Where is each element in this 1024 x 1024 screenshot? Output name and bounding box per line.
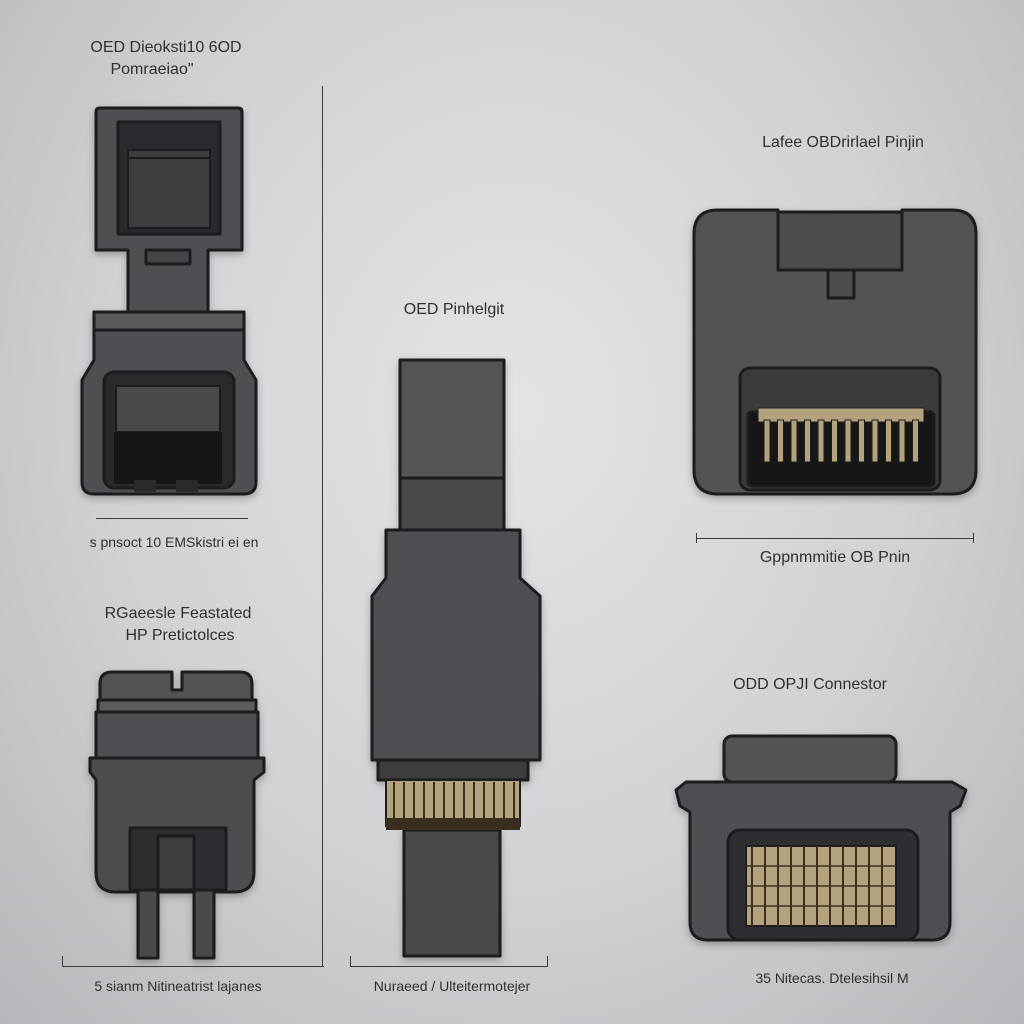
divider-vertical-left — [322, 86, 323, 966]
dimension-tick — [696, 533, 697, 543]
label-right-lower: ODD OPJI Connestor — [733, 676, 887, 693]
label-bottom-right: 35 Nitecas. Dtelesihsil M — [755, 970, 909, 986]
label-top-left-line2: Pomraeiao" — [110, 61, 194, 78]
pin-bar-top — [757, 407, 925, 423]
connector-top-left — [80, 106, 258, 496]
label-left-lower-line2: HP Pretictolces — [125, 627, 235, 644]
dimension-tick — [350, 956, 351, 966]
label-right-middle: Gppnmmitie OB Pnin — [759, 549, 911, 566]
dimension-tick — [62, 956, 63, 966]
label-left-lower-line1: RGaeesle Feastated — [104, 605, 252, 622]
socket-pin — [777, 419, 784, 463]
label-bottom-left: 5 sianm Nitineatrist lajanes — [94, 978, 262, 994]
connector-center — [370, 358, 542, 958]
dimension-tick — [547, 956, 548, 966]
socket-pin — [858, 419, 865, 463]
top-right-gold-pins — [757, 407, 925, 463]
socket-pin — [790, 419, 798, 463]
socket-pin — [898, 419, 906, 463]
dimension-line-bottom-left — [62, 966, 324, 967]
bottom-right-gold-pins — [745, 845, 897, 927]
socket-pin — [912, 419, 919, 463]
socket-pin — [871, 419, 879, 463]
socket-pin — [831, 419, 838, 463]
socket-pin — [817, 419, 825, 463]
dimension-line-right-middle — [696, 538, 974, 539]
label-top-right: Lafee OBDrirlael Pinjin — [762, 134, 924, 151]
label-bottom-center: Nuraeed / Ulteitermotejer — [373, 978, 531, 994]
label-left-middle: s pnsoct 10 EMSkistri ei en — [89, 534, 259, 550]
socket-pin — [844, 419, 852, 463]
center-gold-pins — [385, 779, 521, 830]
dimension-tick — [973, 533, 974, 543]
socket-pin — [804, 419, 811, 463]
socket-pin — [885, 419, 892, 463]
connector-bottom-left — [88, 670, 266, 960]
socket-pin — [763, 419, 771, 463]
label-top-left-line1: OED Dieoksti10 6OD — [90, 39, 242, 56]
label-center-top: OED Pinhelgit — [403, 301, 505, 318]
dimension-line-left-middle — [96, 518, 248, 519]
dimension-line-bottom-center — [350, 966, 548, 967]
